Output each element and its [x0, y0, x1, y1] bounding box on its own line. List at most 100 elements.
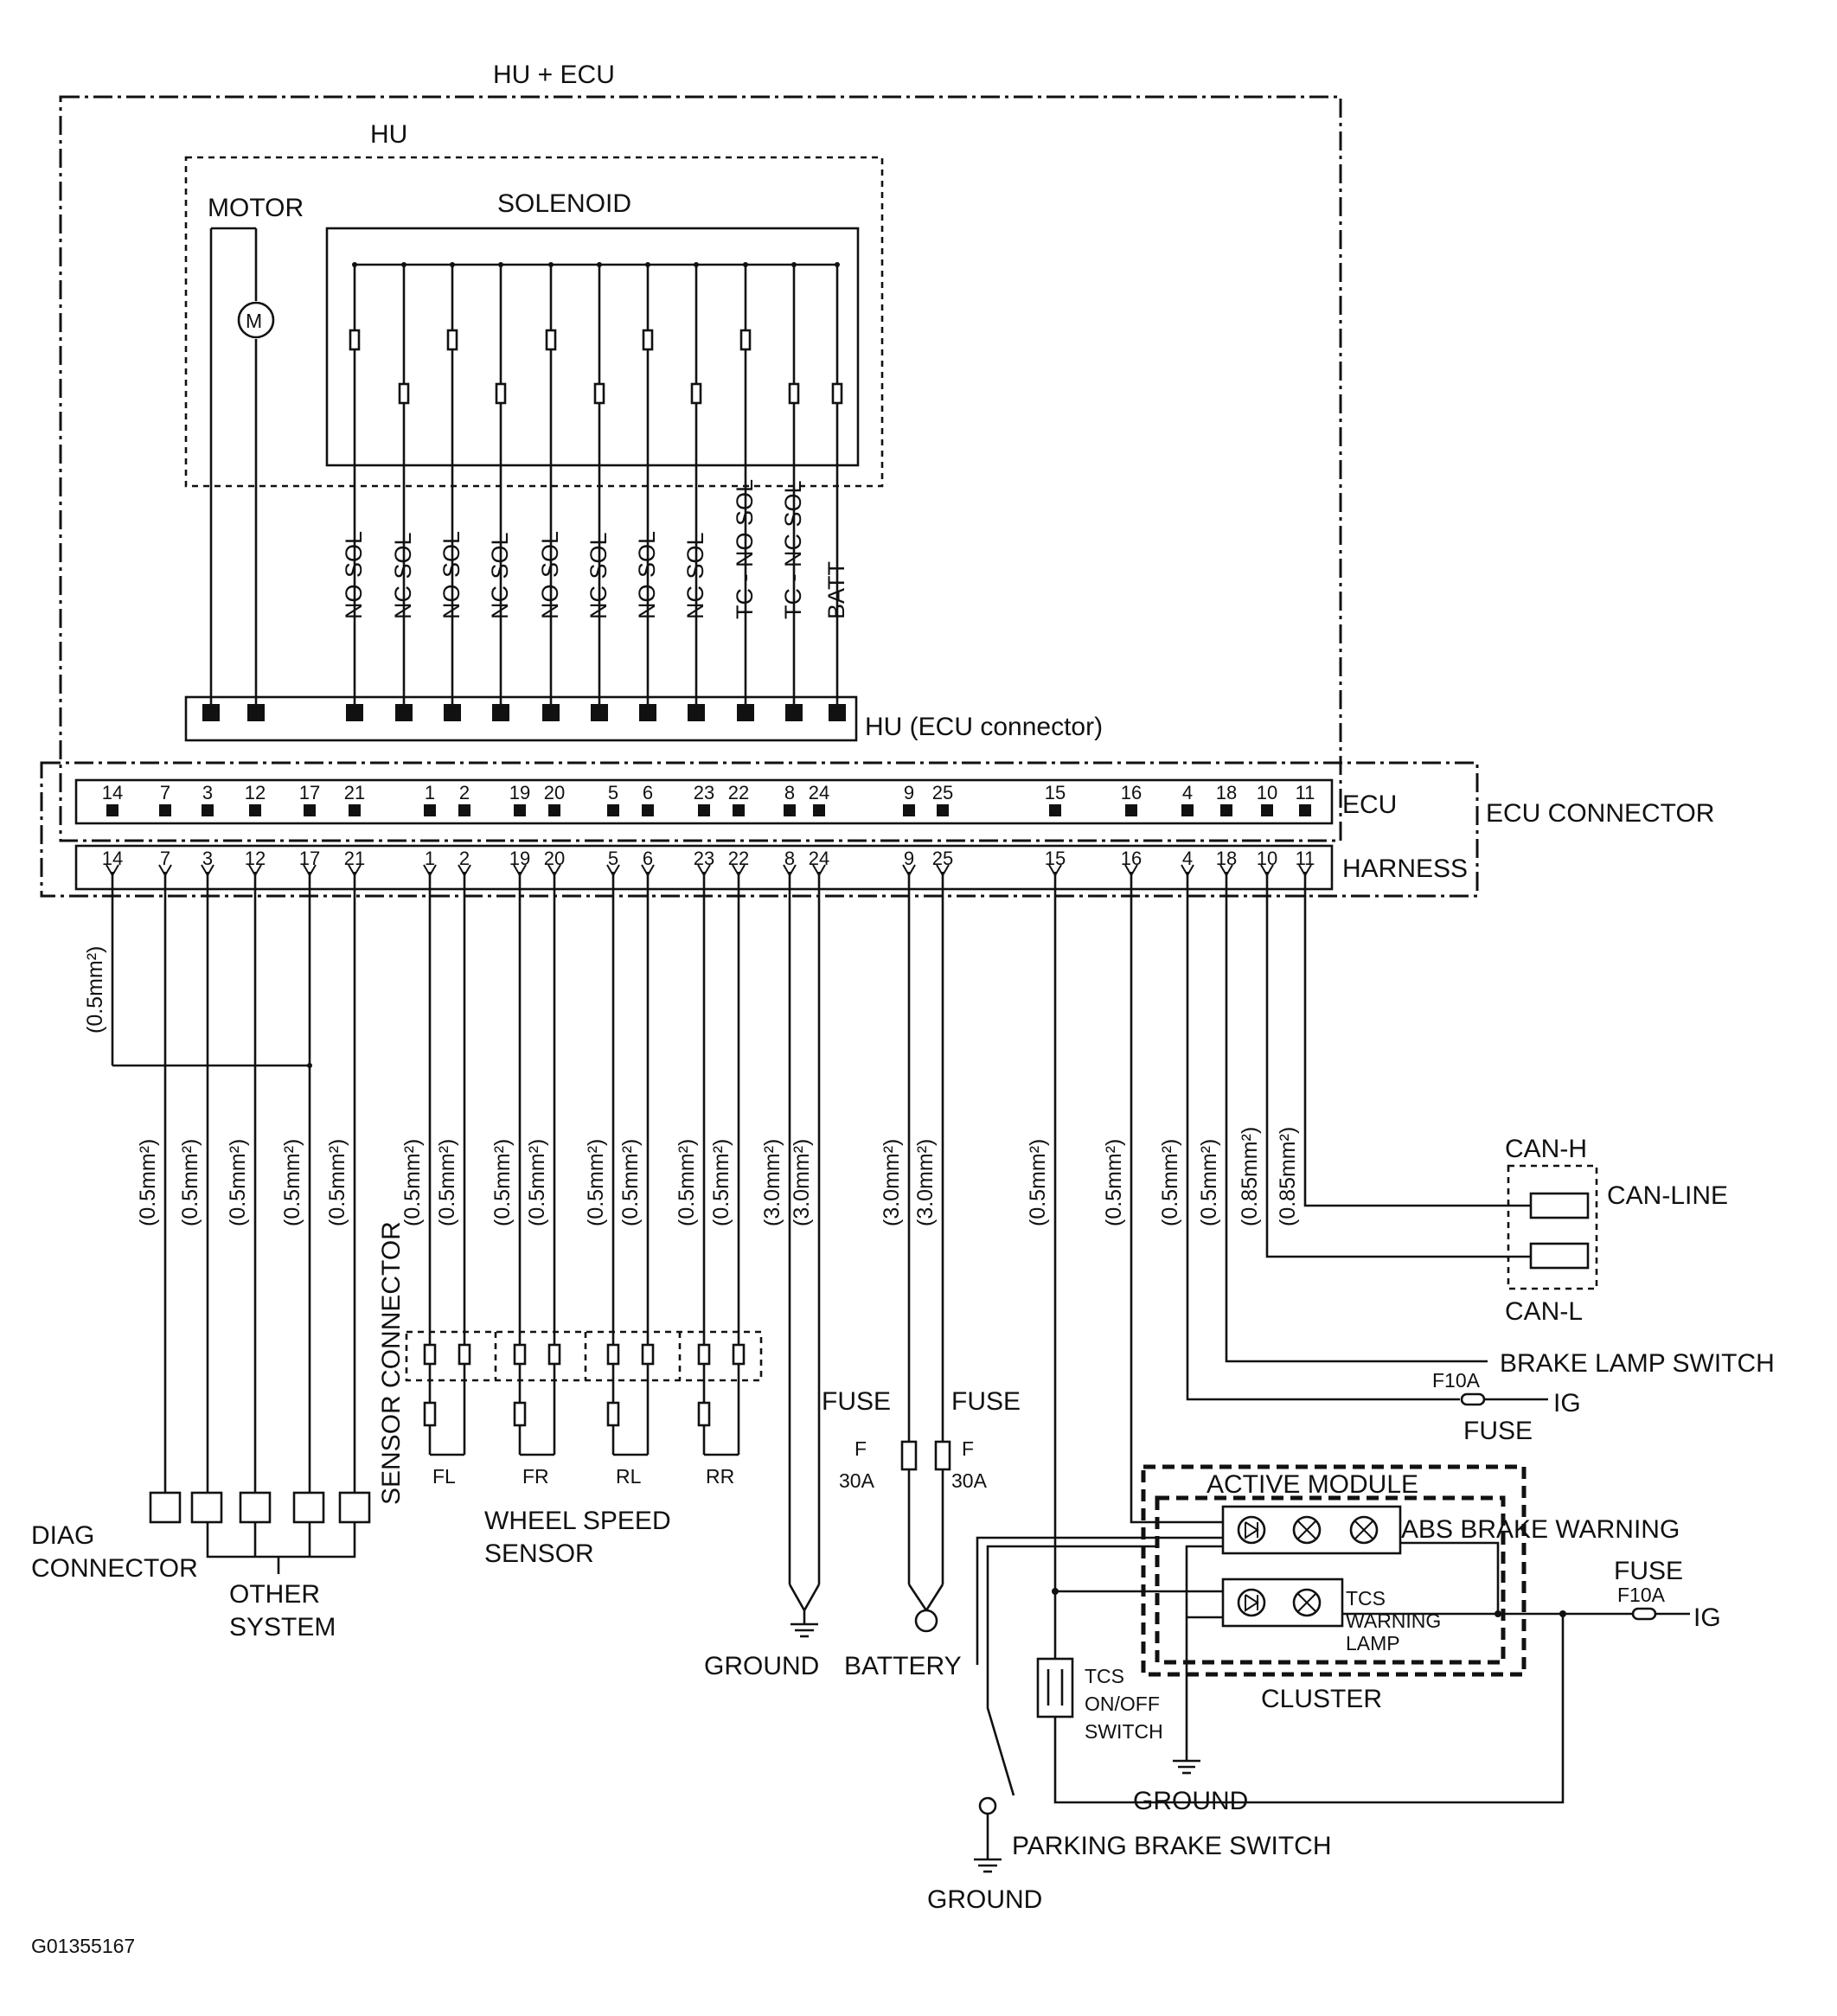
harness-pin-number: 10	[1257, 848, 1277, 869]
tcs-warning-label-2: WARNING	[1346, 1610, 1441, 1632]
hu-block: HU MOTOR SOLENOID M	[184, 120, 884, 711]
solenoid-wire-label: BATT	[823, 561, 849, 619]
solenoid-coil-icon	[642, 329, 654, 351]
ecu-pin	[514, 804, 526, 816]
tcs-warning-label-3: LAMP	[1346, 1632, 1400, 1654]
wire-size-label: (3.0mm²)	[880, 1139, 904, 1226]
ecu-pin-number: 3	[202, 782, 213, 803]
sensor-connector: SENSOR CONNECTOR	[377, 1221, 763, 1505]
abs-led-icon	[1237, 1515, 1266, 1545]
wire-size-label: (0.5mm²)	[83, 946, 107, 1034]
harness-pin-number: 8	[784, 848, 795, 869]
wire-size-label: (0.5mm²)	[709, 1139, 733, 1226]
harness-pin-number: 18	[1216, 848, 1237, 869]
cluster-label: CLUSTER	[1261, 1685, 1382, 1713]
ground-label-cluster: GROUND	[1133, 1787, 1248, 1815]
sensor-terminal-icon	[547, 1343, 561, 1366]
wire-size-label: (3.0mm²)	[913, 1139, 938, 1226]
can-l-label: CAN-L	[1505, 1297, 1583, 1326]
ecu-pin	[458, 804, 470, 816]
sensor-fr-label: FR	[522, 1465, 549, 1488]
hu-connector-pins	[202, 704, 846, 721]
harness-pin-number: 3	[202, 848, 213, 869]
harness-pin-number: 17	[299, 848, 320, 869]
wire-size-label: (0.5mm²)	[584, 1139, 608, 1226]
harness-pin-number: 5	[608, 848, 618, 869]
can-h-label: CAN-H	[1505, 1135, 1587, 1163]
solenoid-wire-label: TC - NC SOL	[780, 480, 806, 619]
solenoid-wire-label: NC SOL	[390, 532, 416, 619]
abs-bulb-icon	[1292, 1515, 1322, 1545]
wire-size-label: (0.5mm²)	[178, 1139, 202, 1226]
solenoid-wire-label: TC - NO SOL	[732, 479, 758, 619]
ecu-pin-number: 22	[728, 782, 749, 803]
ecu-pin	[698, 804, 710, 816]
wire-size-label: (0.5mm²)	[675, 1139, 699, 1226]
ecu-pin	[784, 804, 796, 816]
ecu-pin-number: 6	[643, 782, 653, 803]
diag-connector-label-1: DIAG	[31, 1521, 94, 1550]
ecu-pin-number: 11	[1296, 782, 1315, 803]
battery-label: BATTERY	[844, 1652, 962, 1680]
wheel-sensor-icon	[697, 1401, 711, 1427]
wire-size-label: (0.5mm²)	[400, 1139, 425, 1226]
harness-pin-number: 11	[1296, 848, 1315, 869]
solenoid-wire-label: NC SOL	[586, 532, 611, 619]
harness-pin-number: 7	[160, 848, 170, 869]
wheel-speed-label-2: SENSOR	[484, 1539, 594, 1568]
parking-brake-switch-label: PARKING BRAKE SWITCH	[1012, 1832, 1332, 1860]
tcs-on-off-switch: TCS ON/OFF SWITCH	[1036, 1657, 1163, 1743]
wire-size-label: (0.5mm²)	[1158, 1139, 1182, 1226]
harness-pin-number: 21	[344, 848, 365, 869]
ecu-pin	[1181, 804, 1194, 816]
solenoid-coil-icon	[690, 382, 702, 405]
harness-label: HARNESS	[1342, 854, 1468, 883]
fuse-f10a-right: F10A	[1617, 1584, 1666, 1606]
wire-size-label: (0.5mm²)	[490, 1139, 515, 1226]
ecu-pin-number: 8	[784, 782, 795, 803]
harness-pin-number: 24	[809, 848, 829, 869]
harness-pin-number: 6	[643, 848, 653, 869]
hu-connector-label: HU (ECU connector)	[865, 713, 1103, 741]
hu-connector-pin	[492, 704, 509, 721]
ecu-pin-number: 25	[932, 782, 953, 803]
wire-size-label: (0.5mm²)	[618, 1139, 643, 1226]
hu-ecu-connector: HU (ECU connector)	[184, 695, 1103, 742]
wheel-sensor-icon	[606, 1401, 620, 1427]
ecu-pin	[1049, 804, 1061, 816]
wheel-sensor-icon	[423, 1401, 437, 1427]
diag-connector-label-2: CONNECTOR	[31, 1554, 198, 1583]
other-system-label-2: SYSTEM	[229, 1613, 336, 1642]
wire-size-label: (0.5mm²)	[226, 1139, 250, 1226]
ecu-pin-number: 18	[1216, 782, 1237, 803]
ecu-pin-number: 12	[245, 782, 266, 803]
wire-size-label: (0.5mm²)	[1026, 1139, 1050, 1226]
hu-title: HU	[370, 120, 407, 149]
fuse-f10a-top: F10A	[1432, 1369, 1481, 1392]
sensor-terminal-icon	[423, 1343, 437, 1366]
hu-connector-pin	[639, 704, 656, 721]
ecu-pin	[548, 804, 560, 816]
ecu-pin	[424, 804, 436, 816]
ecu-pin-number: 23	[694, 782, 714, 803]
ecu-pin-number: 9	[904, 782, 914, 803]
fuse-label-right: FUSE	[951, 1387, 1021, 1416]
solenoid-coil-icon	[788, 382, 800, 405]
ecu-pin-number: 1	[425, 782, 435, 803]
harness-pin-number: 4	[1182, 848, 1193, 869]
hu-ecu-block: HU + ECU	[59, 61, 1342, 842]
solenoid-coil-icon	[349, 329, 361, 351]
sensor-terminal-icon	[732, 1343, 746, 1366]
ecu-pin	[813, 804, 825, 816]
harness-pin-number: 12	[245, 848, 266, 869]
solenoid-coil-icon	[446, 329, 458, 351]
wire-size-label: (3.0mm²)	[790, 1139, 814, 1226]
sensor-connector-label: SENSOR CONNECTOR	[377, 1221, 406, 1505]
ig-label-top: IG	[1553, 1389, 1581, 1418]
solenoid-coil-icon	[739, 329, 752, 351]
solenoid-coil-icon	[545, 329, 557, 351]
harness-pin-number: 20	[544, 848, 565, 869]
sensor-terminal-icon	[697, 1343, 711, 1366]
solenoid-wire-label: NO SOL	[341, 531, 367, 619]
